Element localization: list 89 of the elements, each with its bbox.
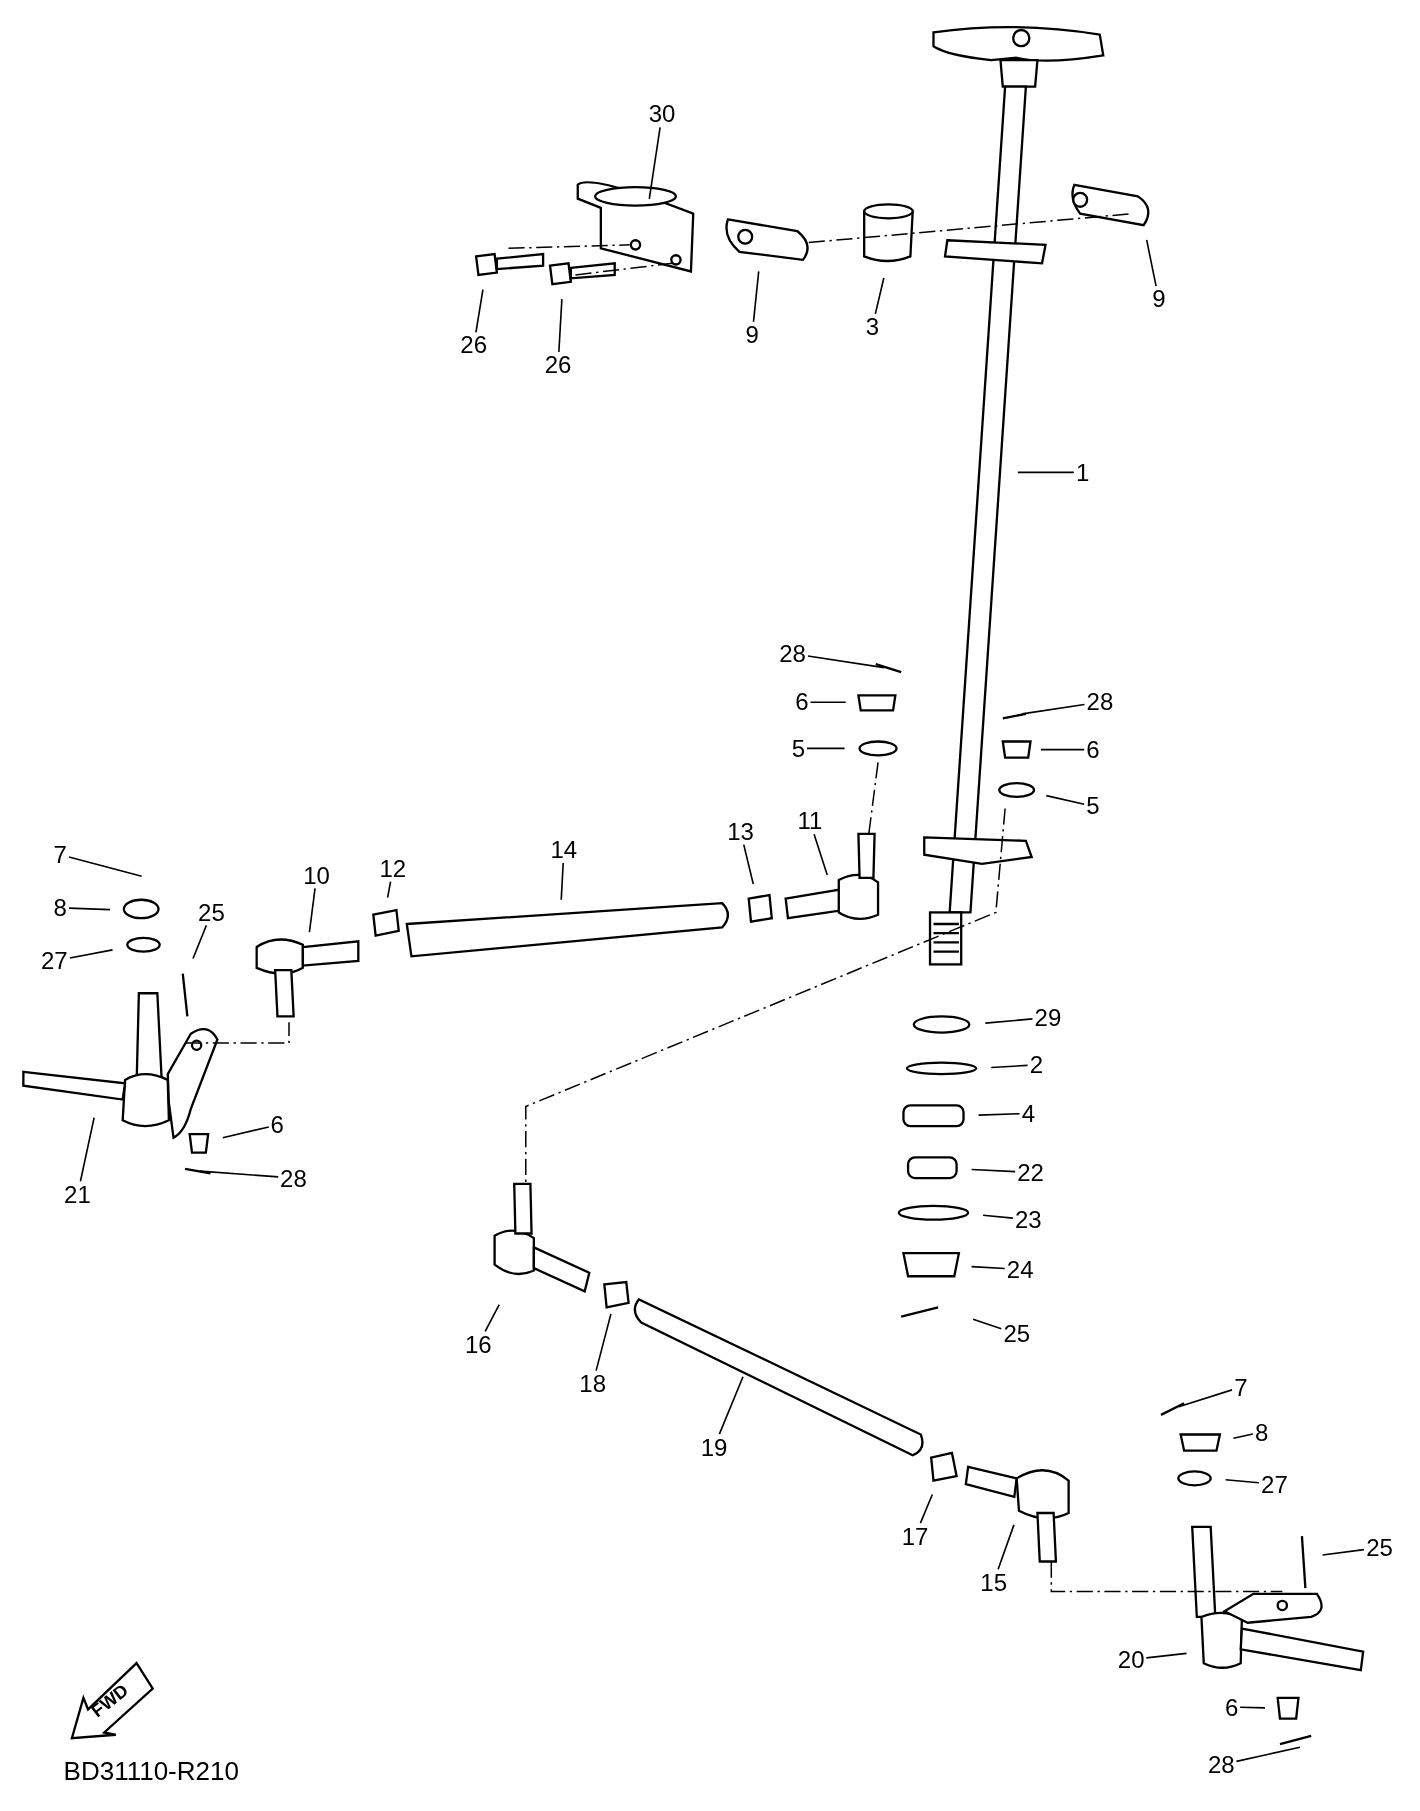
leader-line — [919, 1493, 934, 1524]
callout-number: 30 — [646, 101, 678, 128]
callout-number: 17 — [899, 1523, 931, 1550]
leader-line — [742, 843, 755, 885]
callout-number: 19 — [698, 1434, 730, 1461]
callout-number: 5 — [1084, 793, 1102, 820]
leader-line — [1040, 748, 1085, 751]
leader-line — [970, 1168, 1016, 1173]
callout-number: 29 — [1032, 1004, 1064, 1031]
callout-number: 9 — [743, 322, 761, 349]
callout-number: 21 — [62, 1181, 93, 1208]
callout-number: 27 — [38, 948, 70, 975]
leader-line — [221, 1126, 270, 1139]
leader-line — [1235, 1746, 1301, 1763]
leader-line — [558, 298, 563, 353]
leader-line — [718, 1375, 744, 1435]
leader-line — [990, 1064, 1029, 1069]
leader-line — [1239, 1706, 1266, 1709]
callout-number: 25 — [1001, 1321, 1033, 1348]
callout-number: 1 — [1073, 459, 1092, 486]
callout-number: 28 — [1205, 1752, 1237, 1779]
leader-line — [1021, 703, 1086, 715]
callout-number: 14 — [548, 837, 580, 864]
leader-line — [1017, 471, 1075, 474]
callout-number: 26 — [542, 352, 574, 379]
callout-number: 18 — [577, 1371, 609, 1398]
callout-number: 28 — [1084, 689, 1116, 716]
callout-number: 4 — [1019, 1100, 1037, 1127]
leader-line — [807, 655, 885, 669]
leader-line — [977, 1112, 1021, 1116]
leader-line — [199, 1170, 280, 1178]
drawing-code: BD31110-R210 — [63, 1756, 239, 1788]
callout-number: 23 — [1012, 1207, 1044, 1234]
leader-line — [984, 1018, 1034, 1024]
leader-line — [1224, 1478, 1260, 1484]
callout-number: 25 — [1364, 1535, 1395, 1562]
leader-line — [1321, 1548, 1365, 1556]
leader-line — [79, 1116, 95, 1183]
callout-number: 10 — [301, 862, 332, 889]
callout-number: 5 — [789, 735, 808, 762]
leader-line — [972, 1318, 1003, 1330]
leader-line — [68, 907, 111, 911]
leader-line — [813, 833, 829, 876]
leader-line — [648, 126, 661, 200]
callout-number: 12 — [377, 855, 409, 882]
leader-line — [1178, 1389, 1233, 1408]
leader-line — [560, 862, 564, 901]
callout-number: 24 — [1004, 1256, 1036, 1283]
leader-line — [874, 277, 885, 315]
callout-number: 25 — [196, 899, 227, 926]
leader-line — [595, 1313, 612, 1372]
leader-line — [386, 880, 392, 899]
callout-number: 3 — [863, 313, 881, 340]
callout-number: 6 — [1084, 736, 1102, 763]
leader-line — [192, 924, 208, 960]
callout-number: 27 — [1259, 1471, 1290, 1498]
callout-number: 7 — [1232, 1374, 1250, 1401]
callout-number: 9 — [1150, 286, 1168, 313]
callout-number: 28 — [278, 1165, 309, 1192]
leader-line — [997, 1524, 1015, 1571]
leader-line — [806, 747, 846, 750]
leader-line — [69, 949, 114, 959]
leader-line — [484, 1303, 500, 1333]
callout-number: 16 — [463, 1331, 494, 1358]
callout-number: 20 — [1115, 1647, 1147, 1674]
leader-line — [308, 887, 316, 933]
callout-number: 6 — [268, 1112, 286, 1139]
leader-line — [475, 288, 484, 334]
leader-line — [1045, 794, 1085, 805]
leader-line — [1145, 1652, 1188, 1659]
leader-line — [1232, 1433, 1254, 1440]
leader-line — [982, 1214, 1014, 1219]
leader-line — [809, 701, 847, 704]
callout-number: 13 — [725, 818, 756, 845]
callout-number: 26 — [458, 332, 490, 359]
callout-number: 6 — [1223, 1694, 1241, 1721]
callout-number: 15 — [978, 1569, 1009, 1596]
callout-number: 28 — [777, 640, 808, 667]
leader-line — [970, 1265, 1006, 1270]
callout-number: 6 — [793, 689, 811, 716]
leader-line — [68, 856, 143, 878]
leader-line — [1145, 239, 1157, 287]
callout-number: 2 — [1027, 1052, 1046, 1079]
leader-line — [752, 270, 760, 323]
callout-number: 11 — [795, 808, 825, 835]
callout-number: 22 — [1015, 1159, 1046, 1186]
callout-number: 7 — [51, 842, 69, 868]
callout-number: 8 — [51, 895, 69, 922]
callout-number: 8 — [1253, 1419, 1271, 1446]
